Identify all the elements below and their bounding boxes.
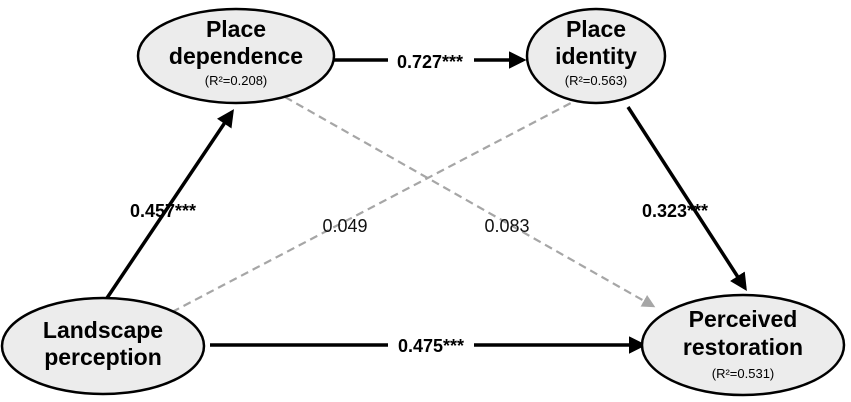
node-place-dependence: Place dependence (R²=0.208): [136, 7, 336, 105]
coef-lp-to-pr: 0.475***: [398, 336, 464, 356]
node-place-dependence-line2: dependence: [169, 43, 303, 69]
node-landscape-perception-line2: perception: [44, 344, 162, 370]
node-perceived-restoration: Perceived restoration (R²=0.531): [640, 293, 846, 397]
node-place-dependence-line1: Place: [206, 16, 266, 42]
node-place-dependence-r2: (R²=0.208): [205, 73, 268, 88]
coef-lp-to-pi: 0.049: [322, 216, 367, 236]
node-landscape-perception: Landscape perception: [0, 296, 206, 396]
path-lp-to-pi-arrow: [171, 91, 593, 313]
node-place-identity-ellipse: [525, 7, 667, 105]
node-perceived-restoration-r2: (R²=0.531): [712, 366, 775, 381]
node-place-identity-r2: (R²=0.563): [565, 73, 628, 88]
path-lp-to-pd-arrow: [105, 109, 234, 299]
node-landscape-perception-ellipse: [0, 296, 206, 396]
node-place-dependence-ellipse: [136, 7, 336, 105]
node-place-identity: Place identity (R²=0.563): [525, 7, 667, 105]
coef-pi-to-pr: 0.323***: [642, 201, 708, 221]
coef-lp-to-pd: 0.457***: [130, 201, 196, 221]
path-pi-to-pr-arrow: [626, 106, 747, 291]
node-perceived-restoration-ellipse: [640, 293, 846, 397]
node-perceived-restoration-line1: Perceived: [689, 306, 798, 332]
coef-pd-to-pi: 0.727***: [397, 52, 463, 72]
node-place-identity-line1: Place: [566, 16, 626, 42]
node-landscape-perception-line1: Landscape: [43, 317, 163, 343]
path-pd-to-pr-arrow: [284, 96, 656, 308]
node-place-identity-line2: identity: [555, 43, 637, 69]
coef-pd-to-pr: 0.083: [484, 216, 529, 236]
node-perceived-restoration-line2: restoration: [683, 334, 803, 360]
